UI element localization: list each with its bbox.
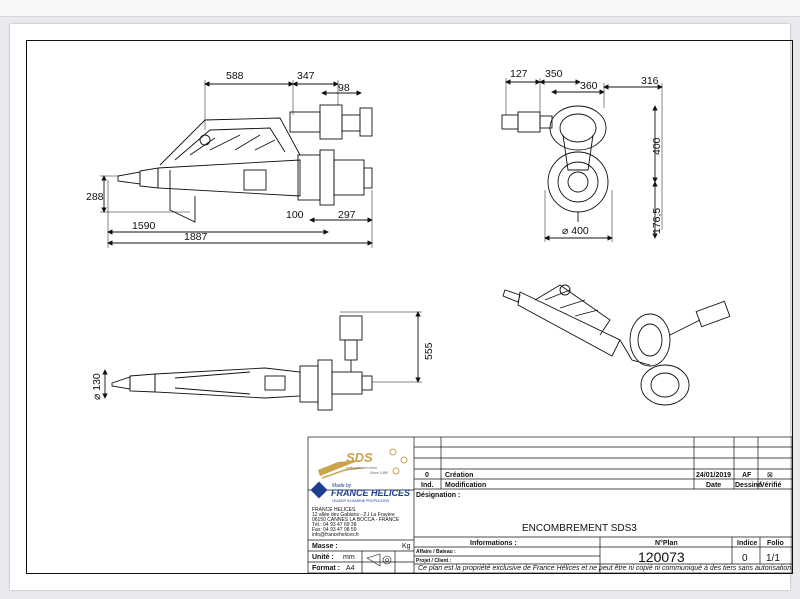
unite-value: mm <box>343 554 355 561</box>
address-line-6: info@francehelices.fr <box>312 532 359 538</box>
dim-360: 360 <box>580 80 598 92</box>
address-line-5: Fax: 04 93 47 08 59 <box>312 527 357 533</box>
address-line-3: 06150 CANNES LA BOCCA - FRANCE <box>312 517 400 523</box>
dim-1590: 1590 <box>132 220 156 232</box>
indice-label: Indice <box>737 540 757 547</box>
address-line-4: Tél.: 04 93 47 69 38 <box>312 522 357 528</box>
hdr-date: Date <box>706 482 721 489</box>
logo-since: Since 1988 <box>370 471 388 475</box>
dim-297: 297 <box>338 209 356 221</box>
designation-title: ENCOMBREMENT SDS3 <box>522 523 637 534</box>
sds-logo: SDS outboard stern drive Since 1988 <box>318 448 408 479</box>
hdr-checked: Vérifié <box>760 482 782 489</box>
title-block <box>307 436 793 574</box>
france-helices-logo: Made by FRANCE HELICES LEADER IN MARINE … <box>310 481 410 503</box>
hdr-modification: Modification <box>445 482 486 489</box>
format-label: Format : <box>312 565 340 572</box>
address-line-1: FRANCE HELICES <box>312 507 356 513</box>
unite-label: Unité : <box>312 554 334 561</box>
plan-number-label: N°Plan <box>655 539 678 547</box>
side-view <box>102 311 422 411</box>
logo-text: SDS <box>346 450 373 465</box>
hdr-index: Ind. <box>421 482 433 489</box>
drawing-frame <box>26 40 793 574</box>
dim-diameter-130: ⌀ 130 <box>91 373 103 400</box>
affaire-label: Affaire / Bateau : <box>416 549 456 555</box>
rev-drawn-by: AF <box>742 472 752 479</box>
made-by-text: Made by <box>332 483 352 489</box>
designation-label: Désignation : <box>416 492 460 499</box>
footer-note: Ce plan est la propriété exclusive de Fr… <box>418 565 793 572</box>
dim-316: 316 <box>641 75 659 87</box>
top-view <box>100 80 373 248</box>
masse-label: Masse : <box>312 543 338 550</box>
rev-checked-icon: ⊠ <box>767 472 773 479</box>
dim-588: 588 <box>226 70 244 82</box>
viewer-top-bar <box>0 0 800 17</box>
indice-value: 0 <box>742 553 748 564</box>
end-view <box>501 78 663 242</box>
dim-diameter-400: ⌀ 400 <box>562 225 589 237</box>
informations-label: Informations : <box>470 540 517 547</box>
dim-350: 350 <box>545 68 563 80</box>
brand-name: FRANCE HELICES <box>331 488 410 498</box>
dim-288: 288 <box>86 191 104 203</box>
folio-label: Folio <box>767 540 784 547</box>
address-line-2: 12 allée des Gabians - Z.I La Frayère <box>312 512 395 518</box>
plan-number: 120073 <box>638 549 685 565</box>
rev-index: 0 <box>425 472 429 479</box>
projection-symbol-icon <box>366 553 392 567</box>
dim-555: 555 <box>423 342 435 360</box>
dim-400-vertical: 400 <box>651 137 663 155</box>
format-value: A4 <box>346 565 355 572</box>
dim-98: 98 <box>338 82 350 94</box>
dim-347: 347 <box>297 70 315 82</box>
drawing-sheet <box>10 24 790 590</box>
dim-1887: 1887 <box>184 231 208 243</box>
logo-tagline: outboard stern drive <box>346 466 377 470</box>
dim-100: 100 <box>286 209 304 221</box>
masse-unit: Kg <box>402 543 411 550</box>
isometric-view <box>502 284 731 406</box>
rev-date: 24/01/2019 <box>696 472 731 479</box>
hdr-drawn: Dessiné <box>735 482 762 489</box>
dim-176-5: 176,5 <box>651 208 663 234</box>
brand-slogan: LEADER IN MARINE PROPULSION <box>332 499 389 503</box>
folio-value: 1/1 <box>766 553 780 564</box>
projet-label: Projet / Client : <box>416 558 452 564</box>
dim-127: 127 <box>510 68 528 80</box>
rev-description: Création <box>445 472 473 479</box>
